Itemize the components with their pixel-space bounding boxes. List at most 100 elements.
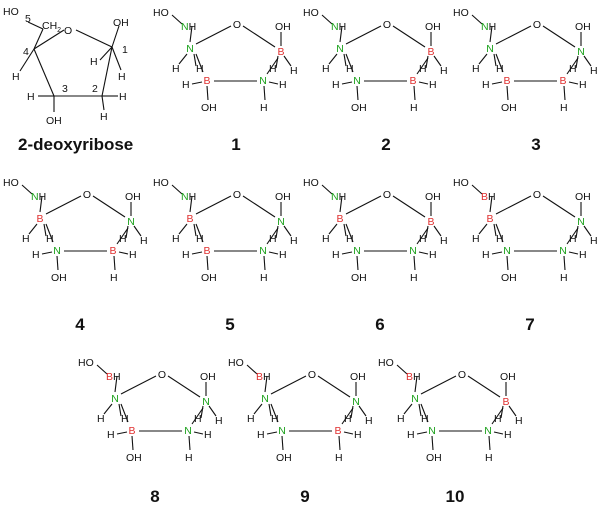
substituent-bh-label: BH	[406, 371, 421, 383]
bottom-right-bottom-h: H	[560, 102, 568, 114]
substituent-nh-label: NH	[181, 191, 196, 203]
ring-atom-right: B	[277, 46, 284, 58]
bottom-right-side-h: H	[579, 249, 587, 261]
bottom-right-bottom-h: H	[260, 102, 268, 114]
top-outer-h: H	[172, 233, 180, 245]
substituent-ho-label: HO	[303, 177, 319, 189]
top-inner-h: H	[346, 233, 354, 245]
substituent-ho-label: HO	[453, 177, 469, 189]
deoxyribose-caption: 2-deoxyribose	[18, 135, 133, 154]
right-outer-h: H	[290, 65, 298, 77]
right-oh-label: OH	[500, 371, 516, 383]
right-outer-h: H	[290, 235, 298, 247]
caption-compound-10: 10	[446, 487, 465, 505]
carbon-1-number: 1	[122, 44, 128, 56]
ring-atom-bottom-left: B	[128, 425, 135, 437]
right-inner-h: H	[194, 413, 202, 425]
h-c2-inner: H	[100, 111, 108, 123]
bottom-right-bottom-h: H	[410, 102, 418, 114]
substituent-bh-label: BH	[106, 371, 121, 383]
top-inner-h: H	[121, 413, 129, 425]
ring-oxygen-label: O	[83, 189, 91, 201]
carbon-2-number: 2	[92, 83, 98, 95]
right-inner-h: H	[419, 63, 427, 75]
ring-atom-top: B	[36, 213, 43, 225]
substituent-nh-label: NH	[481, 21, 496, 33]
substituent-ho-label: HO	[378, 357, 394, 369]
top-outer-h: H	[472, 233, 480, 245]
bottom-right-side-h: H	[204, 429, 212, 441]
right-oh-label: OH	[275, 191, 291, 203]
substituent-ho-label: HO	[228, 357, 244, 369]
right-oh-label: OH	[350, 371, 366, 383]
top-inner-h: H	[421, 413, 429, 425]
ring-atom-right: B	[502, 396, 509, 408]
bottom-left-h: H	[407, 429, 415, 441]
bottom-left-oh-label: OH	[501, 102, 517, 114]
ring-atom-bottom-left: B	[203, 245, 210, 257]
ring-atom-top: B	[186, 213, 193, 225]
caption-compound-8: 8	[150, 487, 159, 505]
caption-compound-9: 9	[300, 487, 309, 505]
right-oh-label: OH	[275, 21, 291, 33]
caption-compound-1: 1	[231, 135, 240, 154]
bottom-left-oh-label: OH	[126, 452, 142, 464]
ring-atom-top: N	[336, 43, 344, 55]
ring-atom-bottom-left: B	[203, 75, 210, 87]
ring-oxygen-label: O	[383, 189, 391, 201]
right-outer-h: H	[590, 65, 598, 77]
right-oh-label: OH	[425, 21, 441, 33]
top-inner-h: H	[271, 413, 279, 425]
right-inner-h: H	[269, 63, 277, 75]
right-inner-h: H	[569, 233, 577, 245]
top-outer-h: H	[172, 63, 180, 75]
right-oh-label: OH	[200, 371, 216, 383]
substituent-ho-label: HO	[303, 7, 319, 19]
bottom-left-h: H	[32, 249, 40, 261]
bottom-left-h: H	[257, 429, 265, 441]
caption-compound-5: 5	[225, 315, 234, 334]
bottom-left-h: H	[482, 79, 490, 91]
bottom-right-bottom-h: H	[410, 272, 418, 284]
bottom-right-bottom-h: H	[485, 452, 493, 464]
bottom-left-oh-label: OH	[426, 452, 442, 464]
ring-atom-bottom-right: N	[259, 245, 267, 257]
substituent-ho-label: HO	[78, 357, 94, 369]
bottom-left-h: H	[107, 429, 115, 441]
right-inner-h: H	[344, 413, 352, 425]
ring-oxygen-label: O	[533, 189, 541, 201]
anomeric-oh-label: OH	[113, 17, 129, 29]
bottom-left-oh-label: OH	[351, 272, 367, 284]
caption-compound-4: 4	[75, 315, 85, 334]
ring-atom-bottom-right: B	[559, 75, 566, 87]
h-c2-outer: H	[119, 91, 127, 103]
h-c3: H	[27, 91, 35, 103]
h-c1-outer: H	[118, 71, 126, 83]
right-inner-h: H	[269, 233, 277, 245]
substituent-ho-label: HO	[453, 7, 469, 19]
ring-oxygen-label: O	[458, 369, 466, 381]
bottom-right-bottom-h: H	[335, 452, 343, 464]
carbon-5-number: 5	[25, 13, 31, 25]
right-outer-h: H	[440, 235, 448, 247]
top-outer-h: H	[97, 413, 105, 425]
top-inner-h: H	[496, 233, 504, 245]
bottom-right-side-h: H	[279, 79, 287, 91]
substituent-bh-label: BH	[481, 191, 496, 203]
right-oh-label: OH	[125, 191, 141, 203]
ring-atom-bottom-right: N	[559, 245, 567, 257]
ring-atom-top: N	[261, 393, 269, 405]
right-outer-h: H	[515, 415, 523, 427]
ring-atom-right: N	[577, 46, 585, 58]
ring-atom-right: B	[427, 46, 434, 58]
caption-compound-6: 6	[375, 315, 384, 334]
right-outer-h: H	[365, 415, 373, 427]
top-outer-h: H	[22, 233, 30, 245]
bottom-right-side-h: H	[354, 429, 362, 441]
